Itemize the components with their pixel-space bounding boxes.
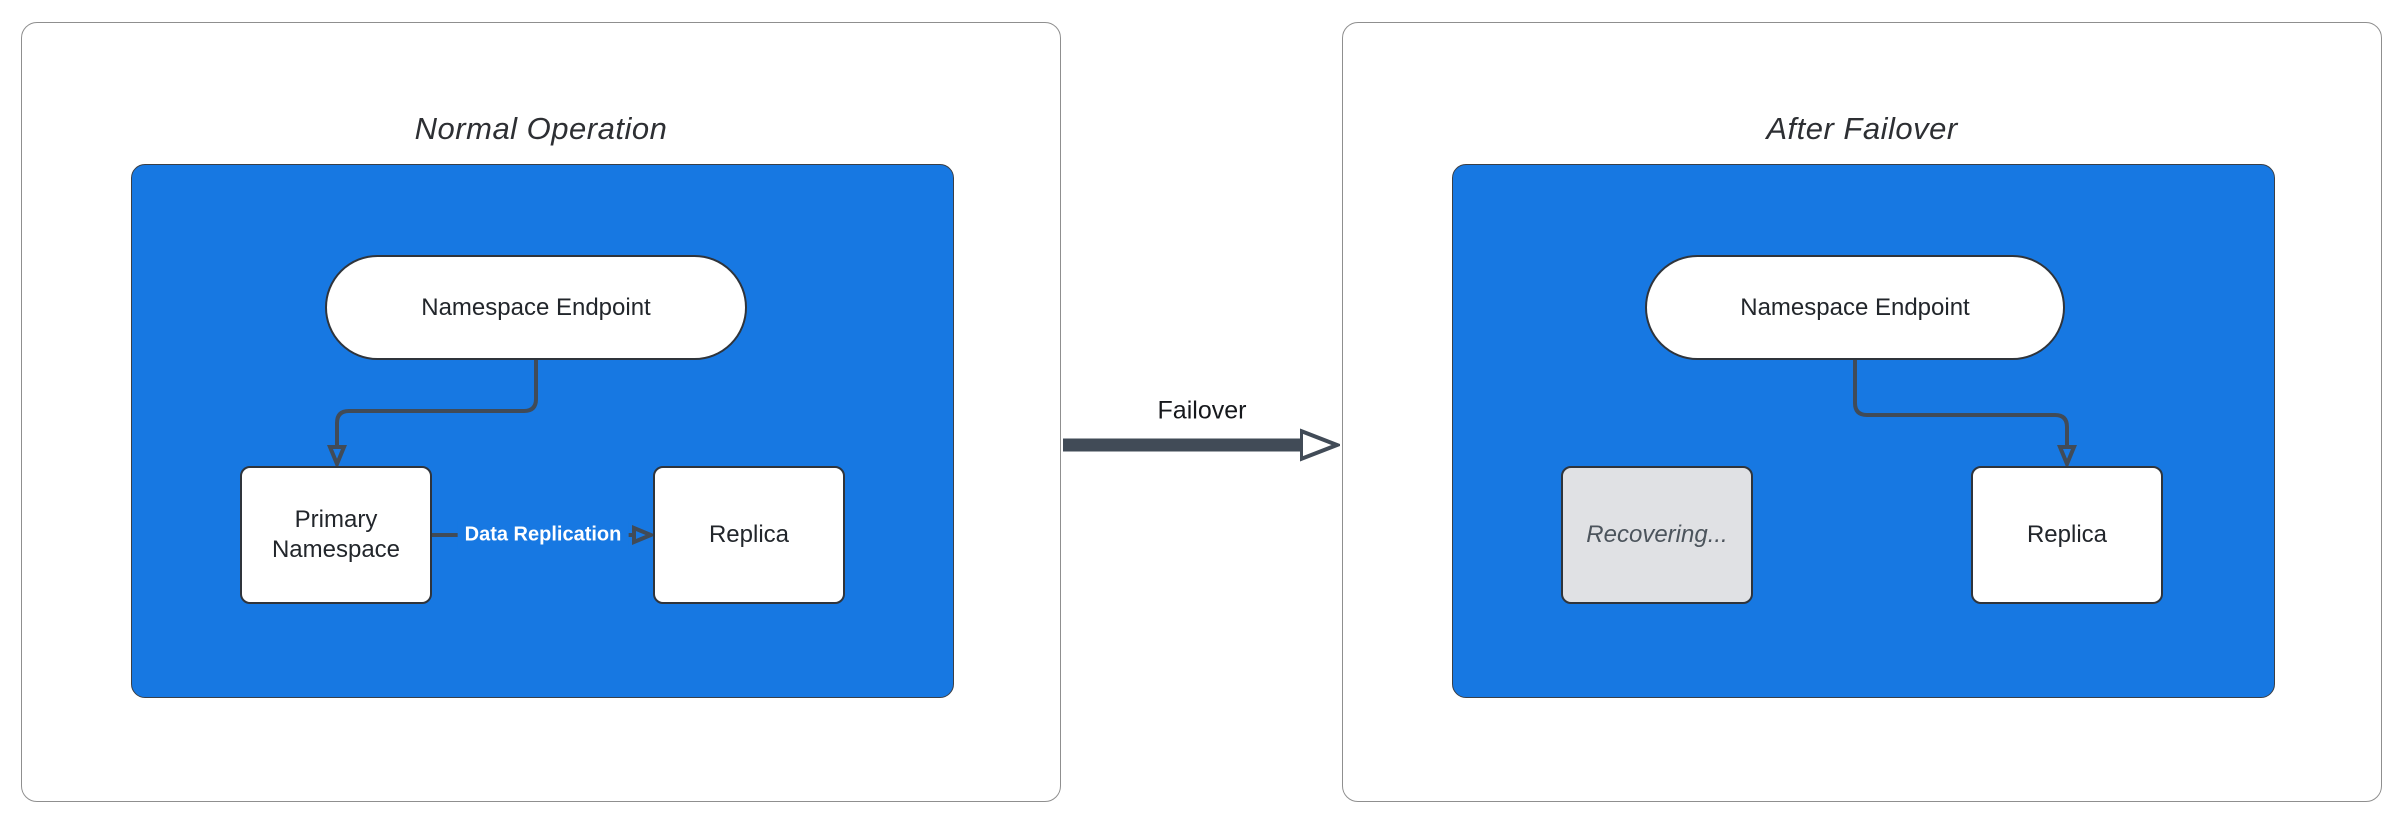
namespace-container xyxy=(1452,164,2275,698)
node-label: Recovering... xyxy=(1586,521,1728,548)
node-namespace-endpoint: Namespace Endpoint xyxy=(325,255,747,360)
panel-normal-operation: Normal Operation xyxy=(21,22,1061,802)
node-label: Namespace Endpoint xyxy=(1740,293,1970,321)
panel-after-failover: After Failover xyxy=(1342,22,2382,802)
node-primary-namespace: Primary Namespace xyxy=(240,466,432,604)
panel-title: Normal Operation xyxy=(414,111,668,146)
edge-label-data-replication: Data Replication xyxy=(457,520,629,550)
node-label: Replica xyxy=(708,521,790,548)
failover-label: Failover xyxy=(1157,396,1247,425)
node-label: Namespace Endpoint xyxy=(421,293,651,321)
namespace-container xyxy=(131,164,954,698)
node-replica: Replica xyxy=(1971,466,2163,604)
node-label: Replica xyxy=(2026,521,2108,548)
panel-title: After Failover xyxy=(1766,111,1958,146)
node-label: Primary Namespace xyxy=(271,506,401,563)
node-namespace-endpoint: Namespace Endpoint xyxy=(1645,255,2065,360)
node-replica: Replica xyxy=(653,466,845,604)
node-recovering: Recovering... xyxy=(1561,466,1753,604)
